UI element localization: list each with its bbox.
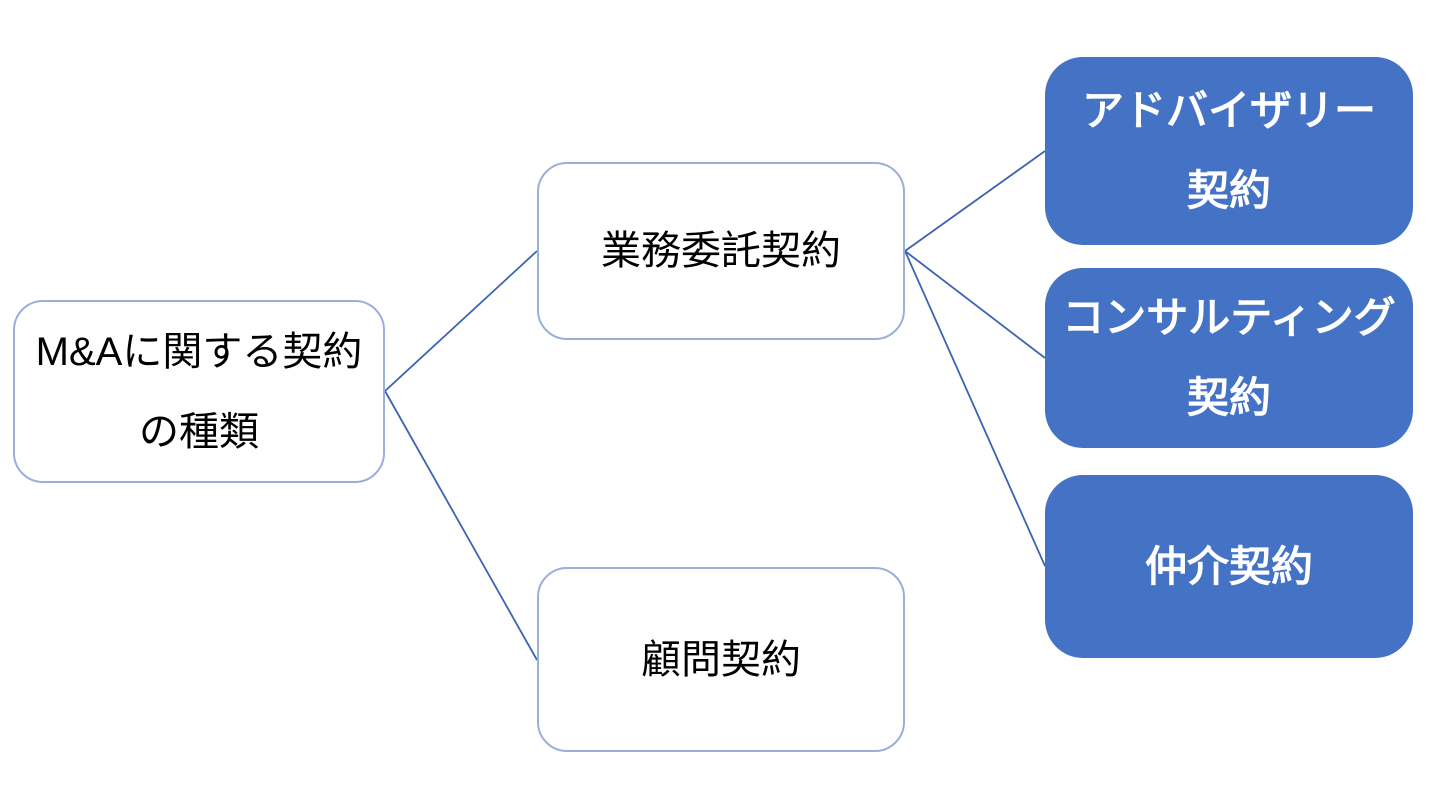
node-outsourcing-contract: 業務委託契約 [537,162,905,340]
node-advisory-contract: アドバイザリー 契約 [1045,57,1413,245]
connector-gyomu-to-consulting [904,250,1046,359]
node-label: 業務委託契約 [601,229,841,273]
node-label: M&Aに関する契約 の種類 [35,329,363,454]
node-label: コンサルティング 契約 [1062,294,1396,421]
connector-gyomu-to-chukai [904,250,1046,567]
node-label: 顧問契約 [641,637,801,682]
node-consulting-contract: コンサルティング 契約 [1045,268,1413,448]
node-ma-contract-types: M&Aに関する契約 の種類 [13,300,385,483]
connector-root-to-komon [384,390,538,661]
node-intermediary-contract: 仲介契約 [1045,475,1413,658]
node-advisor-retainer-contract: 顧問契約 [537,567,905,752]
node-label: 仲介契約 [1144,542,1313,590]
node-label: アドバイザリー 契約 [1081,87,1376,214]
connector-gyomu-to-advisory [904,150,1046,252]
connector-root-to-gyomu [384,250,538,392]
